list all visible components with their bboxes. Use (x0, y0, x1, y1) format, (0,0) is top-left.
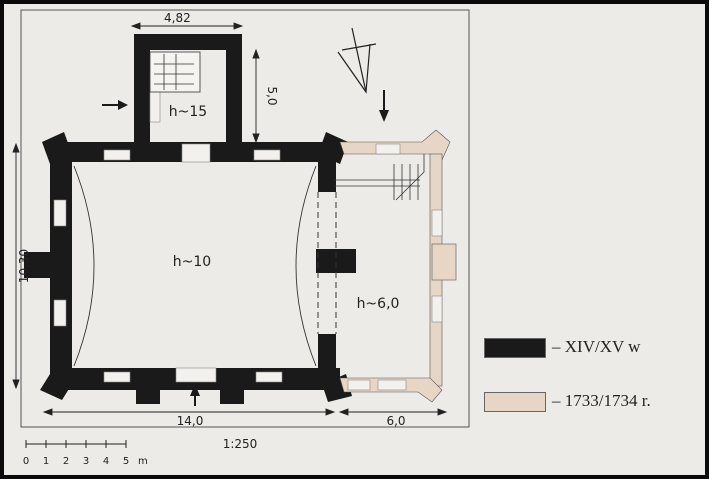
room-label-tower: h~15 (169, 104, 207, 120)
new-walls (339, 129, 457, 403)
tower-wall-east (226, 34, 242, 162)
annex-stairs (334, 154, 425, 201)
annex-entrance-arrowhead (379, 110, 389, 122)
entrance-arrows (102, 90, 389, 406)
buttress-s1 (136, 390, 160, 404)
buttress-ne (318, 132, 348, 164)
hall-wall-west (50, 142, 72, 390)
dim-hall-length: 14,0 (177, 414, 204, 428)
north-arrow-icon (337, 27, 377, 94)
scale-tick-label: 2 (63, 456, 69, 467)
scale-ratio: 1:250 (223, 437, 258, 451)
legend-swatch (484, 392, 546, 412)
room-label-annex: h~6,0 (357, 296, 400, 312)
buttress-sw (40, 374, 72, 400)
plan-border (20, 9, 470, 428)
legend-item: – 1733/1734 r. (484, 390, 699, 414)
annex-buttress-east (431, 243, 457, 281)
scale-tick-label: 0 (23, 456, 29, 467)
hall-wall-east-bottom (318, 334, 336, 390)
dim-annex-depth: 5,0 (265, 86, 279, 105)
legend-label: – 1733/1734 r. (552, 391, 651, 410)
dim-annex-width: 4,82 (164, 11, 191, 25)
tower-stairs (149, 51, 201, 93)
scale-bar: 0 1 2 3 4 5 m (23, 440, 148, 467)
buttress-s2 (220, 390, 244, 404)
partition-dashed (317, 192, 337, 334)
openings (53, 73, 283, 383)
scale-tick-label: 5 (123, 456, 129, 467)
tower-wall-west (134, 34, 150, 162)
buttress-west (24, 252, 52, 278)
annex-openings (347, 143, 443, 391)
south-entrance-arrowhead (190, 384, 200, 396)
tower-entrance-arrowhead (118, 100, 128, 110)
tower-wall-north (134, 34, 242, 50)
buttress-nw (42, 132, 72, 164)
scale-tick-label: 1 (43, 456, 49, 467)
scale-unit: m (138, 456, 148, 467)
legend-swatch (484, 338, 546, 358)
dimension-lines (12, 22, 448, 416)
scale-tick-label: 3 (83, 456, 89, 467)
legend-label: – XIV/XV w (552, 337, 641, 356)
room-label-hall: h~10 (173, 254, 211, 270)
dim-annex-length: 6,0 (386, 414, 405, 428)
scale-tick-label: 4 (103, 456, 109, 467)
dim-hall-depth: 10,30 (17, 249, 31, 283)
figure-frame: 4,82 5,0 10,30 14,0 6,0 h~15 h~10 h~6,0 … (4, 4, 705, 475)
legend-item: – XIV/XV w (484, 336, 699, 360)
hall-vault (73, 165, 317, 367)
floor-plan: 4,82 5,0 10,30 14,0 6,0 h~15 h~10 h~6,0 … (12, 9, 470, 467)
